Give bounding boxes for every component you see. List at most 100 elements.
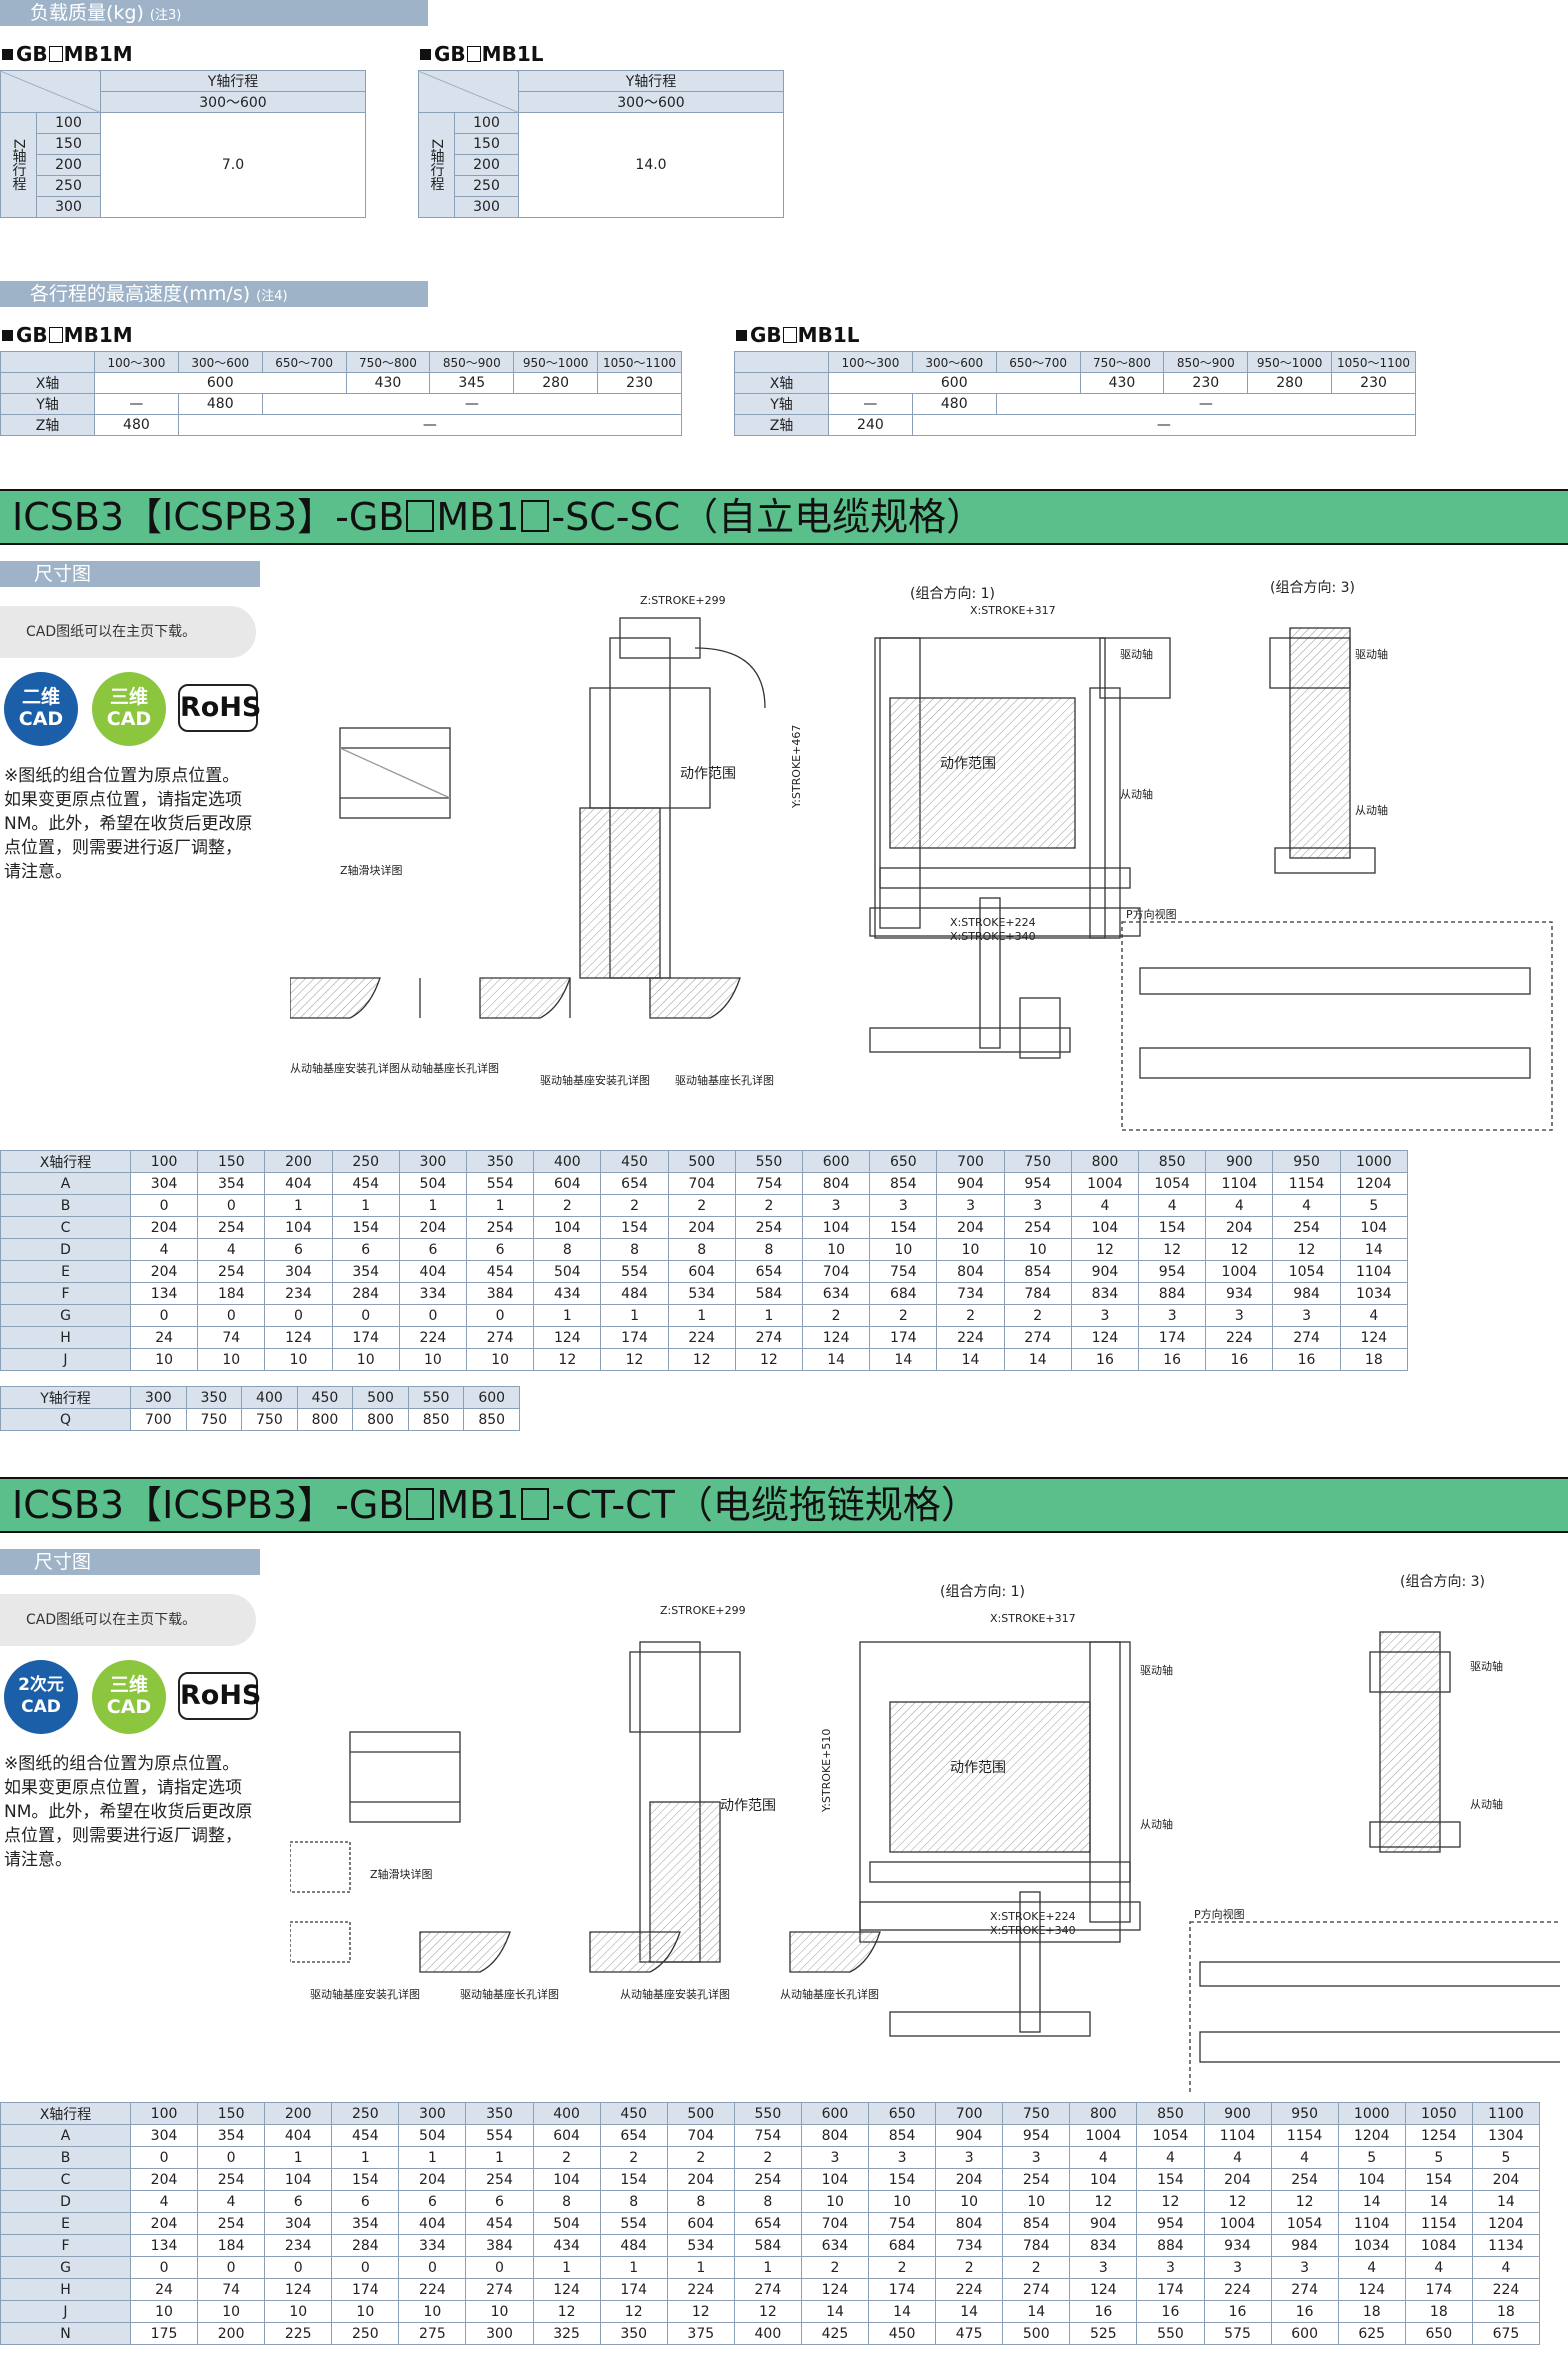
table-cell: 304 — [264, 2212, 333, 2235]
table-cell: 504 — [532, 2212, 601, 2235]
row-label: F — [0, 1282, 131, 1305]
table-cell: 1 — [666, 2256, 735, 2279]
table-cell: 804 — [936, 1260, 1005, 1283]
table-cell: 8 — [666, 2190, 735, 2213]
section2-cad-note[interactable]: CAD图纸可以在主页下载。 — [0, 1594, 256, 1646]
table-cell: 18 — [1404, 2300, 1473, 2323]
rohs-badge: RoHS — [178, 684, 261, 732]
table-cell: 404 — [398, 2212, 467, 2235]
table-cell: 174 — [1136, 2278, 1205, 2301]
column-header: 150 — [197, 1150, 266, 1173]
table-cell: 5 — [1337, 2146, 1406, 2169]
table-cell: 804 — [935, 2212, 1004, 2235]
column-header: 350 — [185, 1386, 243, 1409]
z-label: Z轴行程 — [0, 112, 37, 218]
table-cell: 734 — [936, 1282, 1005, 1305]
svg-text:从动轴: 从动轴 — [1140, 1817, 1173, 1831]
table-cell: 1084 — [1404, 2234, 1473, 2257]
table-cell: 604 — [666, 2212, 735, 2235]
table-header: X轴行程 — [0, 2102, 131, 2125]
svg-text:X:STROKE+340: X:STROKE+340 — [990, 1924, 1076, 1937]
payload-value-l: 14.0 — [518, 112, 784, 218]
table-cell: 154 — [1138, 1216, 1207, 1239]
table-cell: 184 — [197, 1282, 266, 1305]
table-cell: 4 — [1270, 2146, 1339, 2169]
table-cell: 104 — [1337, 2168, 1406, 2191]
table-cell: 18 — [1339, 1348, 1409, 1371]
table-cell: 224 — [1205, 1326, 1274, 1349]
table-cell: 500 — [1002, 2322, 1071, 2345]
table-cell: 12 — [599, 2300, 668, 2323]
table-cell: 904 — [935, 2124, 1004, 2147]
table-cell: 884 — [1138, 1282, 1207, 1305]
table-cell: 800 — [352, 1408, 409, 1431]
table-cell: 174 — [331, 2278, 400, 2301]
svg-text:X:STROKE+224: X:STROKE+224 — [950, 916, 1036, 929]
table-cell: 8 — [532, 2190, 601, 2213]
table-header: X轴行程 — [0, 1150, 131, 1173]
row-label: N — [0, 2322, 131, 2345]
table-cell: 12 — [1272, 1238, 1341, 1261]
payload-table-m: Y轴行程 300～600 Z轴行程 100 7.0 150 200 250 30… — [0, 70, 366, 218]
stroke-header: 750～800 — [345, 351, 431, 373]
row-label: D — [0, 1238, 131, 1261]
row-label: G — [0, 1304, 131, 1327]
table-cell: 1 — [599, 2256, 668, 2279]
table-cell: 14 — [936, 1348, 1005, 1371]
table-cell: 254 — [1002, 2168, 1071, 2191]
speed-cell: 430 — [1079, 372, 1165, 394]
row-label: H — [0, 1326, 131, 1349]
table-cell: 274 — [734, 1326, 804, 1349]
table-cell: 12 — [533, 1348, 602, 1371]
speed-cell: — — [828, 393, 913, 415]
table-cell: 204 — [936, 1216, 1005, 1239]
stroke-header: 100～300 — [94, 351, 179, 373]
table-cell: 504 — [398, 2124, 467, 2147]
column-header: 900 — [1205, 1150, 1274, 1173]
table-cell: 104 — [264, 2168, 333, 2191]
table-cell: 584 — [734, 1282, 804, 1305]
table-cell: 1 — [600, 1304, 669, 1327]
table-cell: 1 — [331, 2146, 400, 2169]
table-cell: 224 — [1203, 2278, 1272, 2301]
table-cell: 254 — [197, 1260, 266, 1283]
table-cell: 204 — [935, 2168, 1004, 2191]
table-cell: 12 — [734, 1348, 804, 1371]
table-cell: 154 — [1136, 2168, 1205, 2191]
speed-cell: 280 — [1247, 372, 1333, 394]
table-cell: 634 — [800, 2234, 870, 2257]
table-cell: 254 — [465, 2168, 534, 2191]
table-cell: 334 — [398, 2234, 467, 2257]
row-label: E — [0, 1260, 131, 1283]
table-cell: 634 — [802, 1282, 871, 1305]
section1-cad-note[interactable]: CAD图纸可以在主页下载。 — [0, 606, 256, 658]
table-cell: 304 — [129, 1172, 199, 1195]
table-cell: 124 — [532, 2278, 601, 2301]
table-cell: 3 — [1003, 1194, 1072, 1217]
svg-text:从动轴: 从动轴 — [1120, 787, 1153, 801]
table-cell: 10 — [936, 1238, 1005, 1261]
table-cell: 12 — [532, 2300, 601, 2323]
table-cell: 1204 — [1339, 1172, 1409, 1195]
table-cell: 24 — [129, 1326, 199, 1349]
table-cell: 10 — [129, 1348, 199, 1371]
table-cell: 1204 — [1471, 2212, 1541, 2235]
table-cell: 534 — [667, 1282, 736, 1305]
payload-heading-note: (注3) — [149, 8, 182, 23]
y-header: Y轴行程 — [100, 70, 366, 92]
table-cell: 3 — [1203, 2256, 1272, 2279]
speed-heading: 各行程的最高速度(mm/s)(注4) — [0, 281, 428, 307]
table-cell: 8 — [733, 2190, 802, 2213]
table-cell: 1204 — [1337, 2124, 1406, 2147]
table-cell: 850 — [407, 1408, 465, 1431]
table-cell: 4 — [1339, 1304, 1409, 1327]
row-label: H — [0, 2278, 131, 2301]
